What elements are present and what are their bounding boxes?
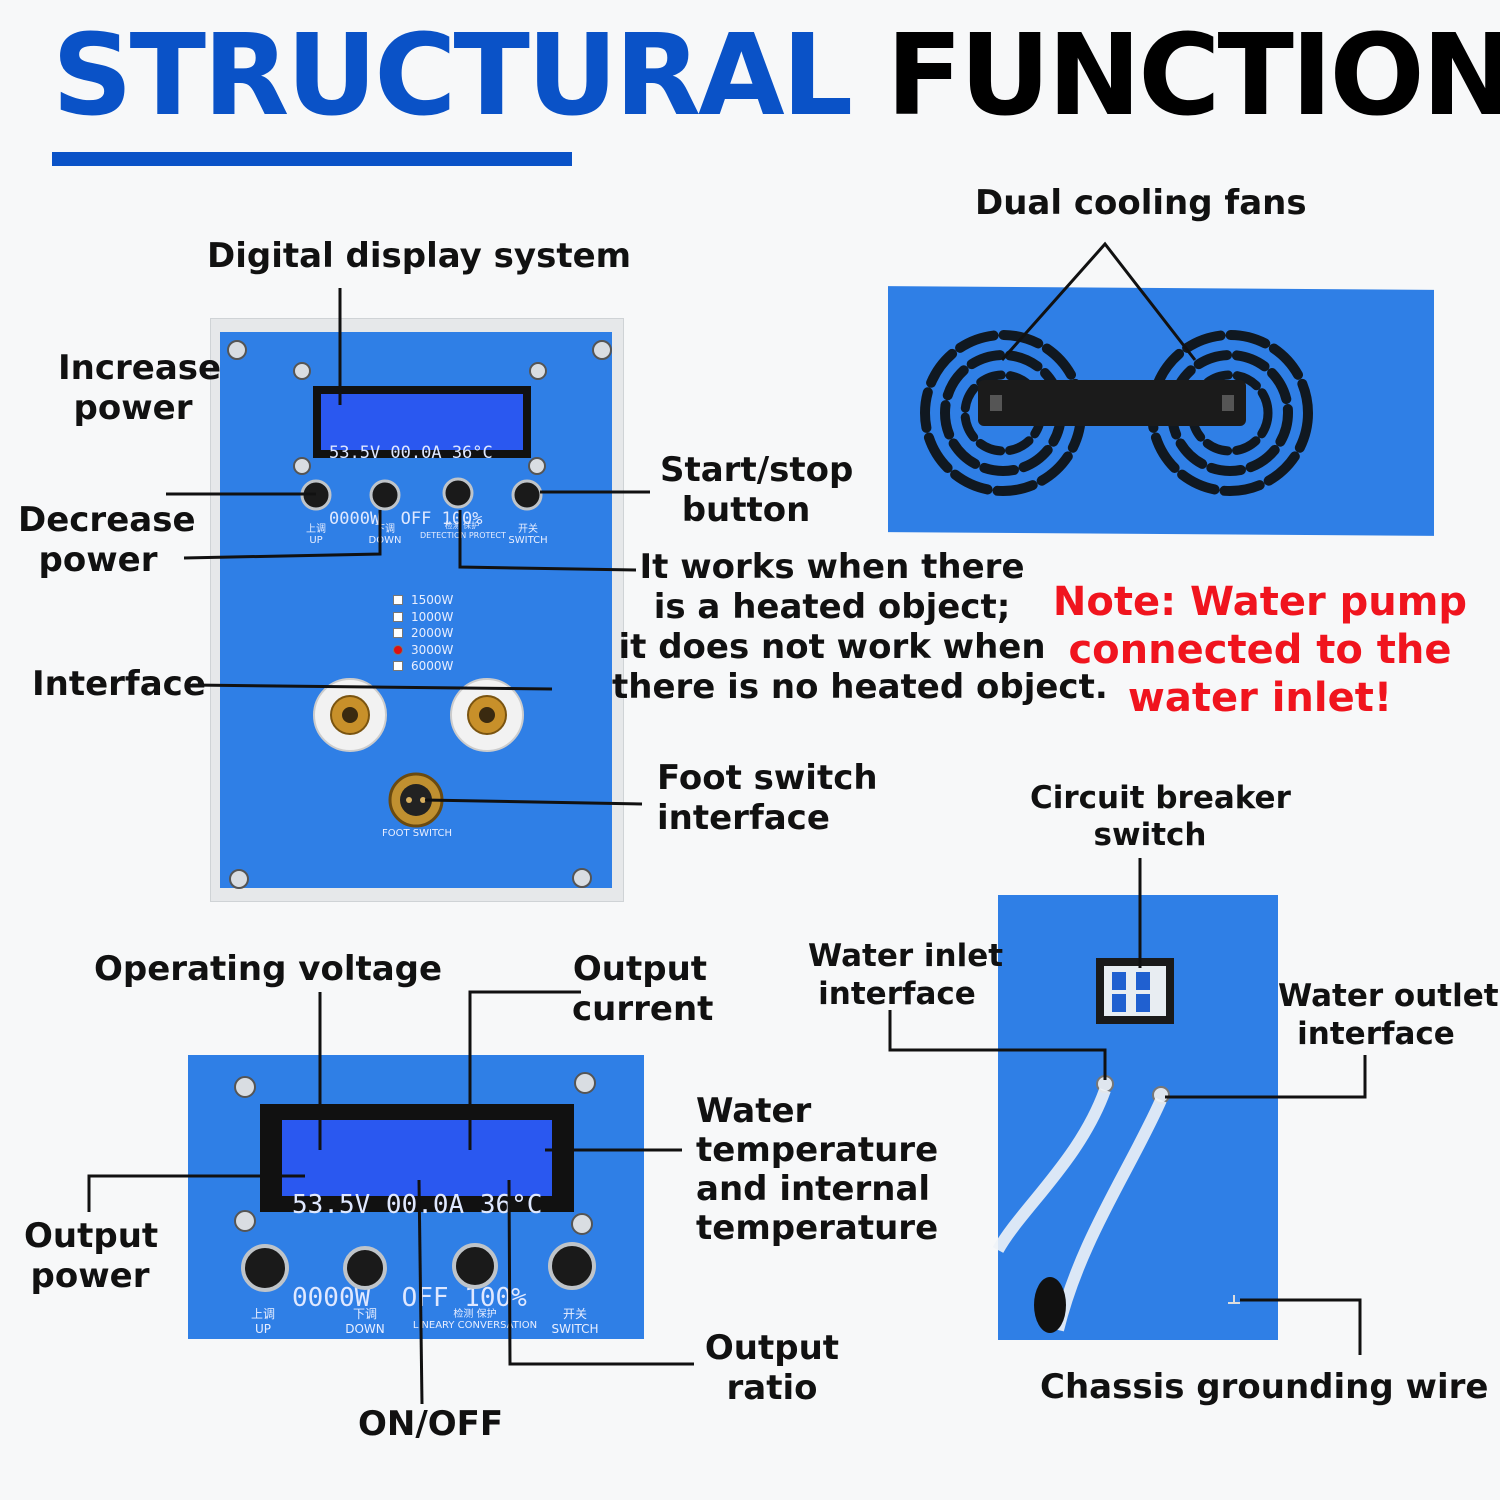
power-option-indicator	[393, 595, 403, 606]
power-option-3000w: 3000W	[393, 642, 453, 659]
label-digital-display: Digital display system	[207, 236, 632, 276]
power-option-1000w: 1000W	[393, 609, 453, 626]
power-option-label: 1500W	[411, 593, 454, 607]
power-option-indicator	[393, 661, 403, 672]
power-option-indicator	[393, 644, 403, 655]
power-option-label: 6000W	[411, 659, 454, 673]
front-switch-button	[511, 479, 543, 511]
label-chassis-ground: Chassis grounding wire	[1040, 1367, 1489, 1407]
power-option-indicator	[393, 611, 403, 622]
power-option-list: 1500W 1000W 2000W 3000W 6000W	[393, 592, 453, 675]
outlet-tube	[1052, 1097, 1167, 1332]
power-option-label: 1000W	[411, 609, 454, 624]
front-lcd-line-1: 53.5V 00.0A 36°C	[329, 443, 493, 463]
fan-handle	[978, 380, 1246, 426]
foot-switch-silk: FOOT SWITCH	[382, 828, 452, 839]
title-part-1: STRUCTURAL	[52, 11, 853, 141]
label-on-off: ON/OFF	[358, 1404, 504, 1444]
label-dual-cooling-fans: Dual cooling fans	[975, 183, 1307, 223]
power-option-label: 3000W	[411, 642, 454, 657]
label-interface: Interface	[32, 664, 206, 704]
power-option-indicator	[393, 628, 403, 639]
title-underline	[52, 152, 572, 166]
title-part-2: FUNCTION	[886, 11, 1500, 141]
page-title: STRUCTURAL FUNCTION	[52, 20, 1500, 132]
label-operating-voltage: Operating voltage	[94, 949, 443, 989]
closeup-down-button	[343, 1246, 387, 1290]
inlet-tube	[992, 1087, 1111, 1253]
closeup-detect-button	[452, 1243, 498, 1289]
front-detect-button	[442, 477, 474, 509]
connector-right	[450, 678, 524, 752]
power-option-2000w: 2000W	[393, 625, 453, 642]
power-cord	[1034, 1277, 1066, 1333]
connector-left	[313, 678, 387, 752]
foot-switch-connector	[388, 772, 444, 828]
closeup-up-button	[241, 1244, 289, 1292]
power-option-1500w: 1500W	[393, 592, 453, 609]
front-down-button	[369, 479, 401, 511]
ground-terminal	[1228, 1295, 1240, 1304]
power-option-label: 2000W	[411, 626, 454, 640]
closeup-switch-button	[548, 1242, 596, 1290]
power-option-6000w: 6000W	[393, 658, 453, 675]
